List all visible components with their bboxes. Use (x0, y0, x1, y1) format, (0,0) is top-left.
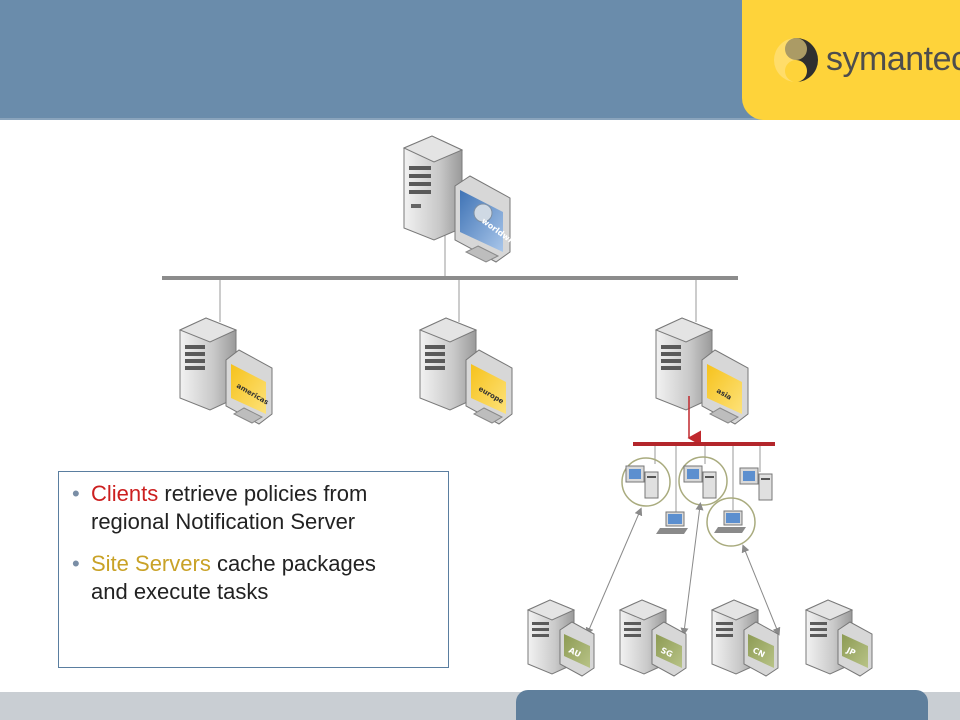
server-icon-sg (618, 599, 687, 677)
laptop-icon (714, 510, 746, 533)
server-icon-cn (710, 599, 779, 677)
site-arrow (741, 544, 781, 636)
footer-tab (516, 690, 928, 720)
monitor-icon-asia (701, 349, 749, 425)
desktop-icon (683, 465, 717, 499)
backbone-bus (162, 276, 738, 280)
bullet-text-line2: and execute tasks (91, 579, 269, 604)
client-bus (633, 442, 775, 446)
server-icon-asia (654, 317, 714, 411)
bullet-text-line2: regional Notification Server (91, 509, 356, 534)
server-icon-jp (804, 599, 873, 677)
site-arrow (585, 507, 643, 636)
monitor-icon-europe (465, 349, 513, 425)
server-icon-worldwide (402, 135, 464, 241)
desktop-icon (625, 465, 659, 499)
server-icon-europe (418, 317, 478, 411)
laptop-icon (656, 511, 688, 534)
monitor-icon-worldwide (454, 175, 511, 263)
symantec-logo-text: symantecTM (826, 40, 960, 78)
client-group-circle (706, 497, 756, 547)
bullet-dot: • (72, 481, 80, 506)
bullet-text: retrieve policies from (158, 481, 368, 506)
site-arrow (680, 502, 704, 636)
bullet-text: cache packages (210, 551, 376, 576)
monitor-icon-americas (225, 349, 273, 425)
label-jp: JP (844, 645, 857, 657)
info-textbox (58, 471, 449, 668)
desktop-icon (739, 467, 773, 501)
symantec-logo-icon (774, 38, 818, 82)
client-group-circle (621, 457, 671, 507)
bullet-highlight: Clients (91, 481, 159, 506)
server-icon-au (526, 599, 595, 677)
header-divider (0, 118, 960, 120)
bullet-highlight: Site Servers (91, 551, 211, 576)
bullet-dot: • (72, 551, 80, 576)
